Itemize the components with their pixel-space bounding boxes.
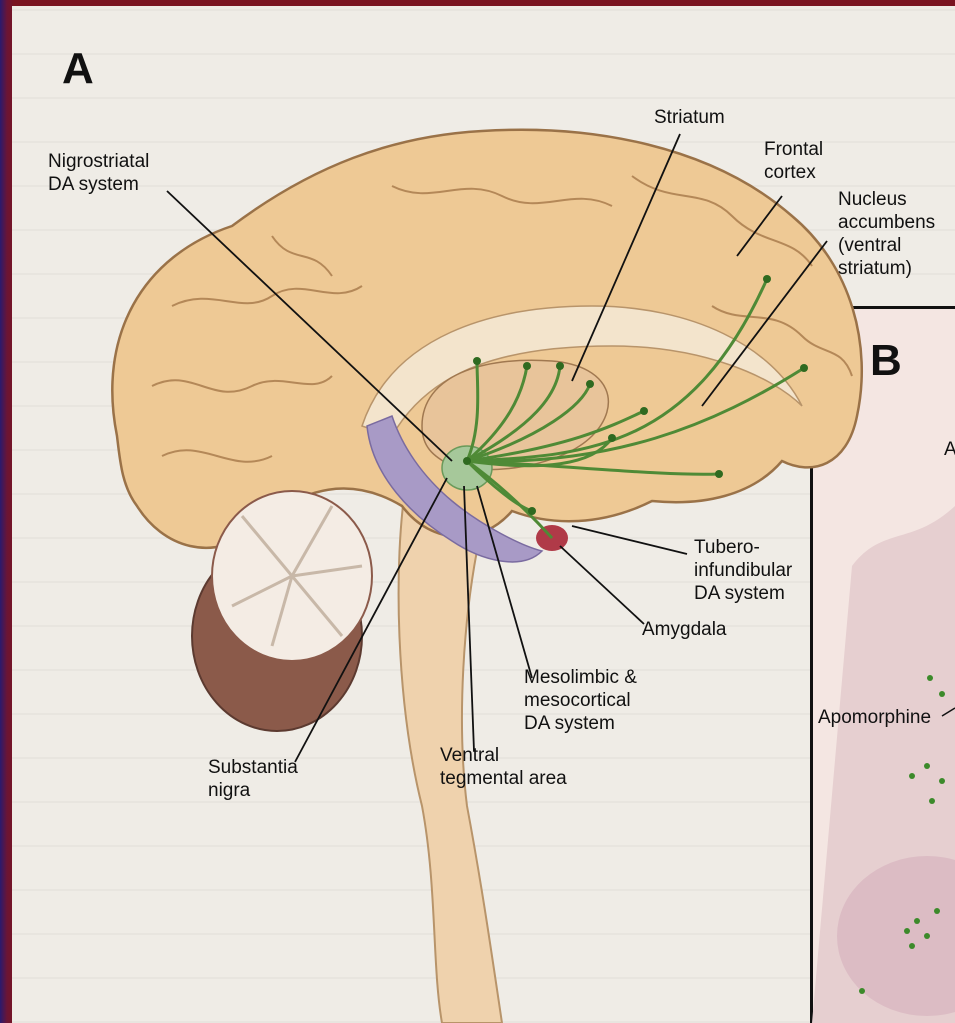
label-nigrostriatal: Nigrostriatal DA system bbox=[48, 150, 149, 196]
label-ventral-tegmental: Ventral tegmental area bbox=[440, 744, 567, 790]
label-nucleus-accumbens: Nucleus accumbens (ventral striatum) bbox=[838, 188, 935, 280]
label-amygdala: Amygdala bbox=[642, 618, 727, 641]
label-panel-b-a: A bbox=[944, 438, 955, 461]
label-frontal-cortex: Frontal cortex bbox=[764, 138, 823, 184]
label-substantia-nigra: Substantia nigra bbox=[208, 756, 298, 802]
label-mesolimbic: Mesolimbic & mesocortical DA system bbox=[524, 666, 637, 735]
panel-b-letter: B bbox=[870, 336, 902, 386]
panel-a-letter: A bbox=[62, 44, 94, 94]
label-tuberoinfundibular: Tubero- infundibular DA system bbox=[694, 536, 792, 605]
textbook-page: A B Nigrostriatal DA system Striatum Fro… bbox=[12, 6, 955, 1023]
label-apomorphine: Apomorphine bbox=[818, 706, 931, 729]
panel-b-art bbox=[812, 506, 955, 1023]
label-striatum: Striatum bbox=[654, 106, 725, 129]
